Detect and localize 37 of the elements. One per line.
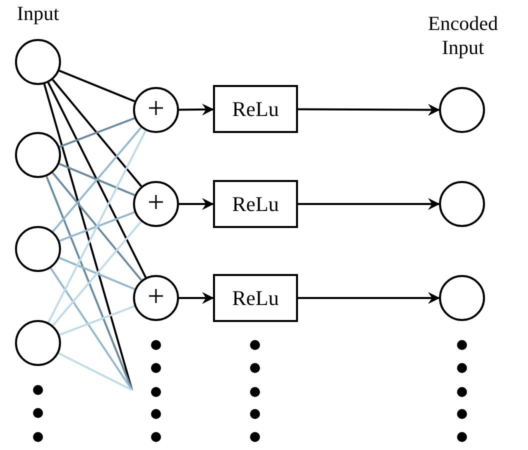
- connection-line: [59, 211, 135, 242]
- connection-line: [58, 352, 132, 391]
- connection-line: [52, 79, 142, 187]
- layer-label: Encoded Input: [427, 12, 499, 60]
- neuron-circle: [15, 39, 61, 85]
- neuron-circle: [439, 87, 485, 133]
- arrow: [179, 198, 214, 210]
- connection-line: [59, 305, 135, 336]
- connection-line: [52, 220, 142, 326]
- arrow: [179, 292, 214, 304]
- arrow: [298, 104, 440, 116]
- sum-node: +: [133, 275, 179, 321]
- activation-box: ReLu: [213, 180, 298, 228]
- sum-node: +: [133, 87, 179, 133]
- arrow: [298, 198, 440, 210]
- neuron-circle: [15, 226, 61, 272]
- arrow: [178, 104, 214, 116]
- connection-line: [52, 126, 142, 232]
- neuron-circle: [439, 275, 485, 321]
- activation-box: ReLu: [213, 85, 298, 133]
- connection-line: [58, 162, 136, 196]
- neuron-circle: [439, 181, 485, 227]
- connection-line: [52, 172, 142, 281]
- sum-node: +: [133, 181, 179, 227]
- activation-box: ReLu: [213, 274, 298, 322]
- connection-line: [50, 268, 133, 391]
- connection-line: [47, 82, 147, 278]
- connection-line: [46, 176, 133, 390]
- neuron-circle: [15, 320, 61, 366]
- arrow: [298, 292, 440, 304]
- connection-line: [48, 130, 146, 323]
- connection-line: [58, 70, 136, 102]
- connection-line: [43, 84, 133, 390]
- neuron-circle: [15, 132, 61, 178]
- connection-line: [59, 117, 135, 148]
- connection-line: [58, 256, 136, 290]
- layer-label: Input: [16, 2, 60, 26]
